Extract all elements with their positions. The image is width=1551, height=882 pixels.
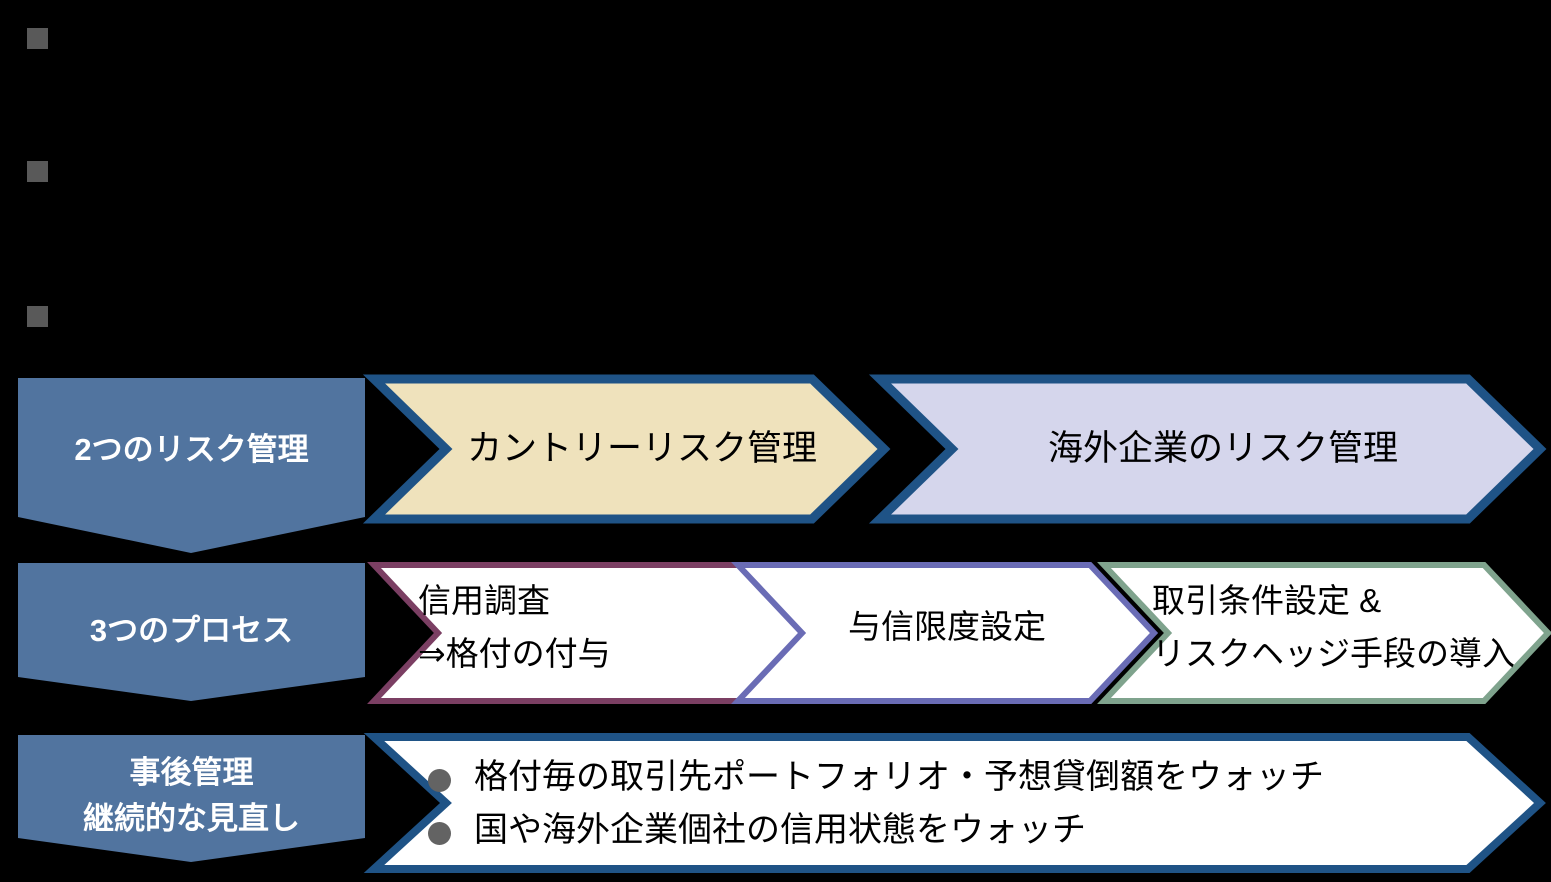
row3-bullet-text-2: 国や海外企業個社の信用状態をウォッチ	[474, 811, 1086, 849]
row2-chevron-3-line-2: リスクヘッジ手段の導入	[1152, 635, 1515, 672]
row2-chevron-1-line-2: ⇒格付の付与	[418, 635, 611, 672]
bullet-square-icon-3	[27, 306, 48, 327]
row3-label-line-1: 事後管理	[129, 755, 254, 790]
row2-chevron-3-shape	[1097, 562, 1551, 704]
row1-chevron-1-shape	[362, 374, 891, 524]
row2-chevron-3-line-1: 取引条件設定 &	[1152, 582, 1382, 619]
row2-chevron-2-shape	[731, 562, 1159, 704]
row3-chevron-shape	[363, 733, 1546, 873]
row1-label-text: 2つのリスク管理	[74, 432, 309, 467]
row1-chevron-2-shape	[868, 374, 1547, 524]
row1-label-shape	[18, 378, 365, 553]
row2-label-shape	[18, 563, 365, 701]
bullet-square-icon-2	[27, 161, 48, 182]
row2-chevron-1-line-1: 信用調査	[418, 582, 550, 619]
row1-chevron-2-label: 海外企業のリスク管理	[1047, 429, 1398, 468]
row3-label-shape	[18, 735, 365, 862]
row2-chevron-2-label: 与信限度設定	[848, 608, 1046, 645]
row3-label-line-2: 継続的な見直し	[83, 801, 300, 836]
row3-bullet-text-1: 格付毎の取引先ポートフォリオ・予想貸倒額をウォッチ	[474, 758, 1324, 796]
bullet-square-icon-1	[27, 28, 48, 49]
bullet-dot-icon-1	[428, 769, 451, 792]
bullet-dot-icon-2	[428, 822, 451, 845]
row1-chevron-1-label: カントリーリスク管理	[466, 429, 817, 468]
row2-label-text: 3つのプロセス	[89, 613, 294, 648]
